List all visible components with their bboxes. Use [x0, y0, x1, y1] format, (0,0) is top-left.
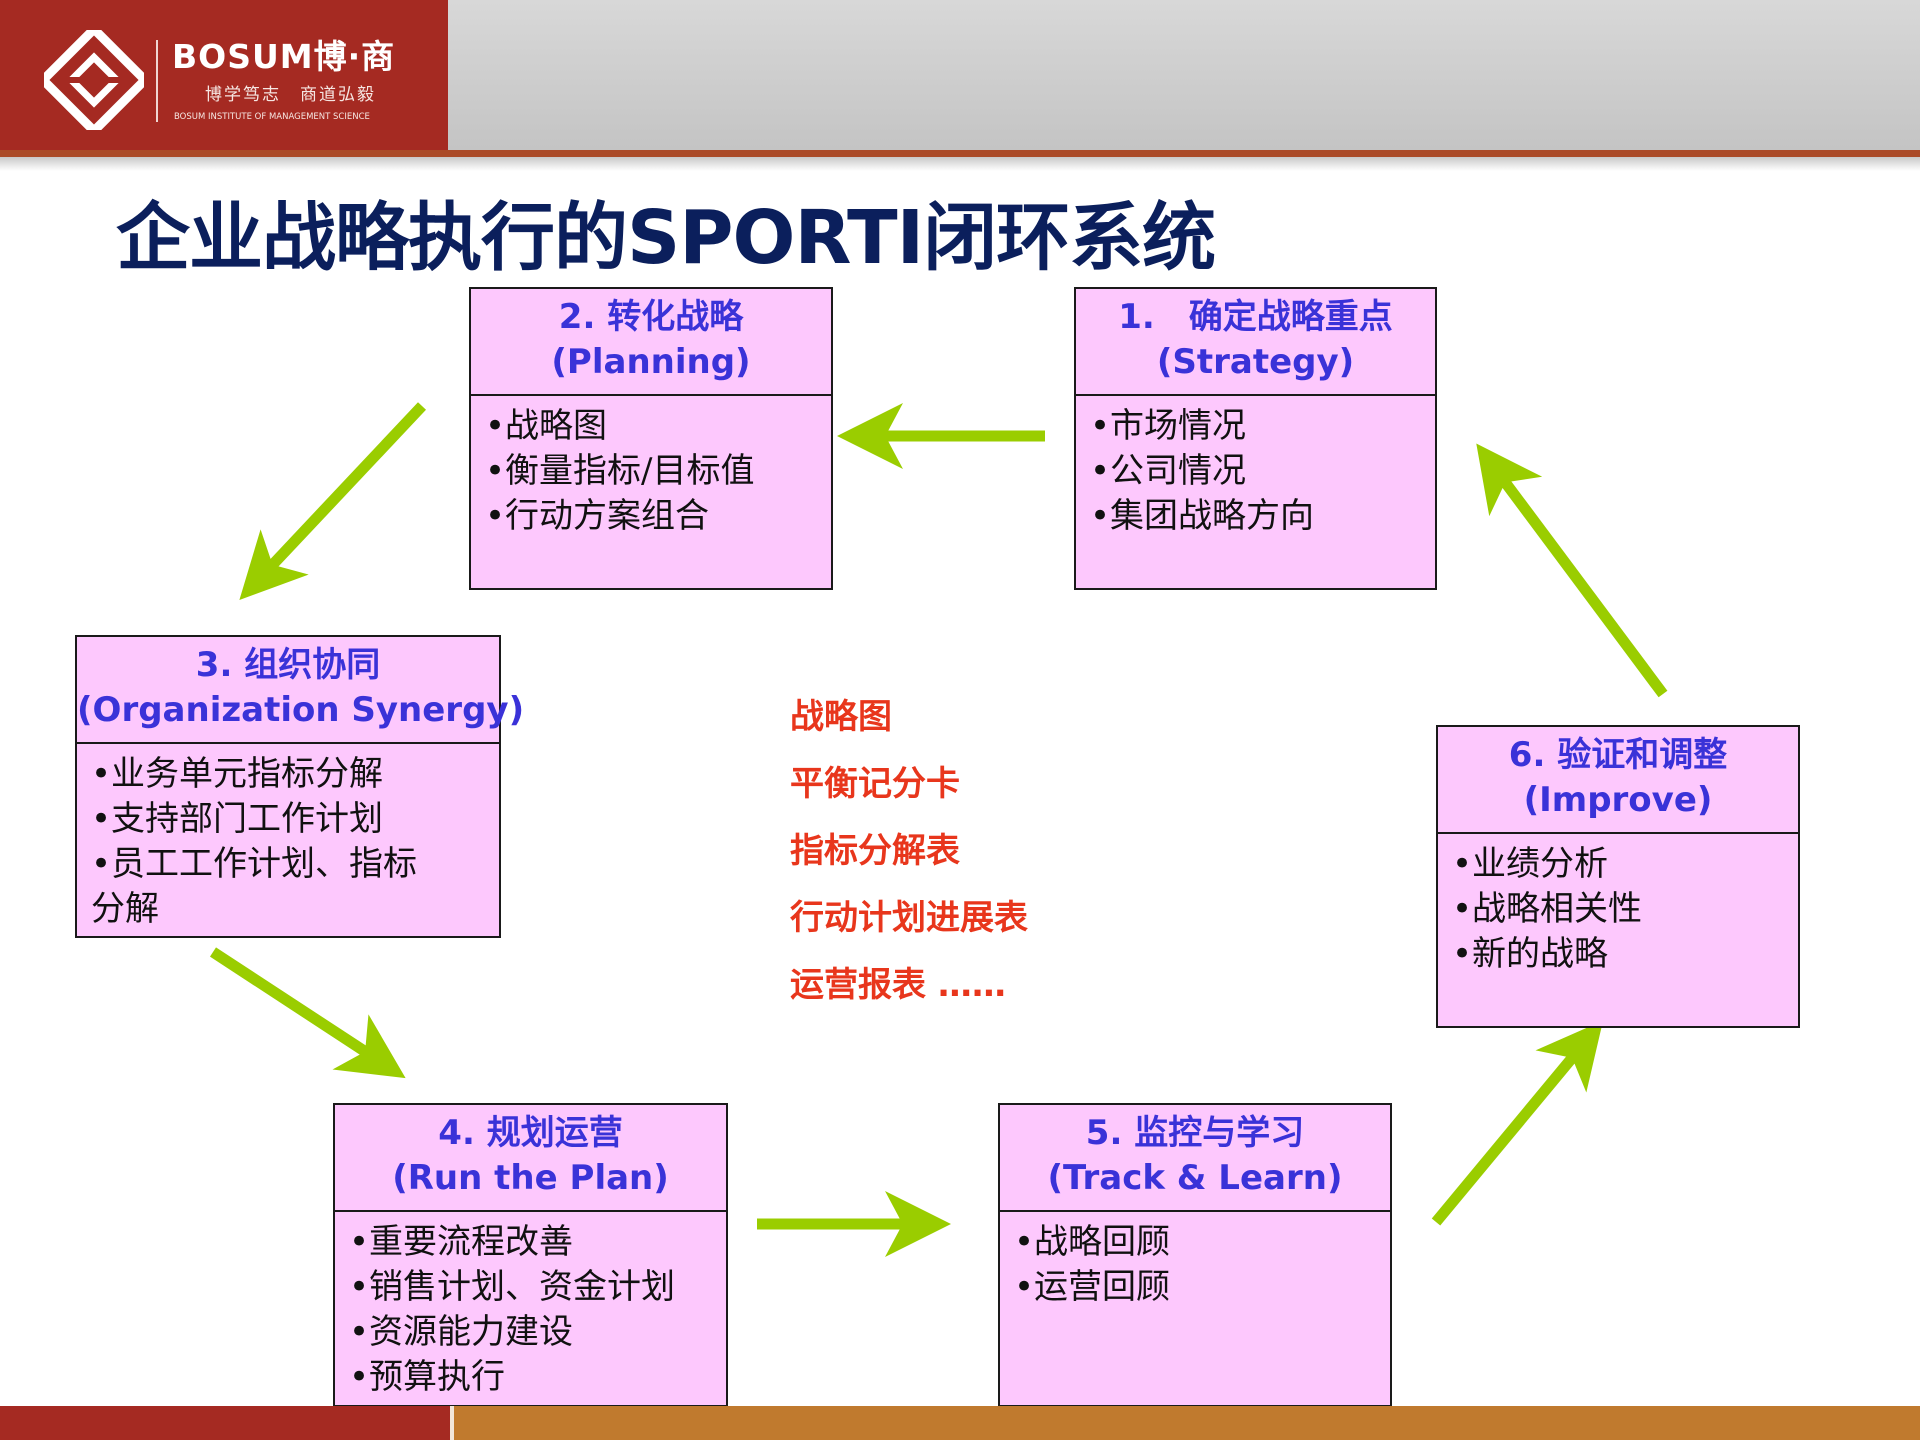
- step-6-items: •业绩分析 •战略相关性 •新的战略: [1438, 834, 1798, 977]
- step-5-subheading: (Track & Learn): [1047, 1158, 1343, 1198]
- step-1-item: •公司情况: [1090, 451, 1247, 491]
- header-rule: [0, 150, 1920, 157]
- arrow-planning-to-synergy: [239, 402, 427, 601]
- tools-list: 战略图 平衡记分卡 指标分解表 行动计划进展表 运营报表 ……: [790, 684, 1028, 1019]
- step-3-subheading: (Organization Synergy): [77, 690, 525, 730]
- tool-item: 战略图: [790, 697, 892, 737]
- step-2-items: •战略图 •衡量指标/目标值 •行动方案组合: [471, 396, 831, 539]
- step-5-item: •战略回顾: [1014, 1222, 1171, 1262]
- step-4-items: •重要流程改善 •销售计划、资金计划 •资源能力建设 •预算执行: [335, 1212, 726, 1400]
- step-6-subheading: (Improve): [1523, 780, 1713, 820]
- step-6-item: •战略相关性: [1452, 889, 1643, 929]
- step-6-improve-box: 6. 验证和调整 (Improve) •业绩分析 •战略相关性 •新的战略: [1436, 725, 1800, 1028]
- step-6-item: •新的战略: [1452, 934, 1609, 974]
- footer-separator: [450, 1406, 454, 1440]
- step-1-heading-area: 1. 确定战略重点 (Strategy): [1076, 289, 1435, 396]
- tool-item: 行动计划进展表: [790, 898, 1028, 938]
- footer-accent: [0, 1406, 450, 1440]
- arrow-track-to-improve: [1431, 1020, 1604, 1226]
- step-3-items: •业务单元指标分解 •支持部门工作计划 •员工工作计划、指标 分解: [77, 744, 499, 932]
- step-2-heading: 2. 转化战略: [558, 297, 744, 337]
- page-title: 企业战略执行的SPORTI闭环系统: [116, 195, 1216, 281]
- step-1-item: •市场情况: [1090, 406, 1247, 446]
- step-3-heading: 3. 组织协同: [195, 645, 381, 685]
- step-6-item: •业绩分析: [1452, 844, 1609, 884]
- step-2-planning-box: 2. 转化战略 (Planning) •战略图 •衡量指标/目标值 •行动方案组…: [469, 287, 833, 590]
- step-5-heading: 5. 监控与学习: [1085, 1113, 1305, 1153]
- header-band: [448, 0, 1920, 150]
- step-1-items: •市场情况 •公司情况 •集团战略方向: [1076, 396, 1435, 539]
- step-3-synergy-box: 3. 组织协同 (Organization Synergy) •业务单元指标分解…: [75, 635, 525, 938]
- step-3-item: •员工工作计划、指标: [91, 844, 418, 884]
- step-3-item: •支持部门工作计划: [91, 799, 384, 839]
- brand-subtitle: BOSUM INSTITUTE OF MANAGEMENT SCIENCE: [174, 112, 370, 122]
- step-3-item: •业务单元指标分解: [91, 754, 384, 794]
- step-4-heading-area: 4. 规划运营 (Run the Plan): [335, 1105, 726, 1212]
- step-4-heading: 4. 规划运营: [438, 1113, 623, 1153]
- brand-name: BOSUM博·商: [172, 37, 396, 76]
- step-4-item: •预算执行: [349, 1357, 506, 1397]
- step-1-item: •集团战略方向: [1090, 496, 1315, 536]
- step-4-item: •资源能力建设: [349, 1312, 574, 1352]
- step-2-item: •战略图: [485, 406, 608, 446]
- step-4-item: •销售计划、资金计划: [349, 1267, 676, 1307]
- bosum-logo-icon: [44, 30, 144, 130]
- tool-item: 指标分解表: [790, 831, 960, 871]
- step-3-heading-area: 3. 组织协同 (Organization Synergy): [77, 637, 525, 744]
- step-4-run-plan-box: 4. 规划运营 (Run the Plan) •重要流程改善 •销售计划、资金计…: [333, 1103, 728, 1407]
- step-5-item: •运营回顾: [1014, 1267, 1171, 1307]
- header-shadow: [0, 157, 1920, 171]
- step-2-item: •衡量指标/目标值: [485, 451, 755, 491]
- step-4-item: •重要流程改善: [349, 1222, 574, 1262]
- step-6-heading: 6. 验证和调整: [1508, 735, 1728, 775]
- tool-item: 平衡记分卡: [790, 764, 960, 804]
- arrow-synergy-to-run: [209, 947, 406, 1079]
- step-1-subheading: (Strategy): [1156, 342, 1355, 382]
- brand-motto: 博学笃志 商道弘毅: [205, 85, 376, 105]
- step-2-item: •行动方案组合: [485, 496, 710, 536]
- step-5-track-learn-box: 5. 监控与学习 (Track & Learn) •战略回顾 •运营回顾: [998, 1103, 1392, 1407]
- step-2-subheading: (Planning): [551, 342, 751, 382]
- step-1-heading: 1. 确定战略重点: [1118, 297, 1393, 337]
- step-1-strategy-box: 1. 确定战略重点 (Strategy) •市场情况 •公司情况 •集团战略方向: [1074, 287, 1437, 590]
- step-4-subheading: (Run the Plan): [392, 1158, 669, 1198]
- arrow-improve-to-strategy: [1476, 443, 1668, 698]
- step-3-item: 分解: [91, 889, 159, 929]
- step-5-heading-area: 5. 监控与学习 (Track & Learn): [1000, 1105, 1390, 1212]
- logo-divider: [156, 40, 158, 122]
- step-5-items: •战略回顾 •运营回顾: [1000, 1212, 1390, 1310]
- step-2-heading-area: 2. 转化战略 (Planning): [471, 289, 831, 396]
- step-6-heading-area: 6. 验证和调整 (Improve): [1438, 727, 1798, 834]
- tool-item: 运营报表 ……: [790, 965, 1006, 1005]
